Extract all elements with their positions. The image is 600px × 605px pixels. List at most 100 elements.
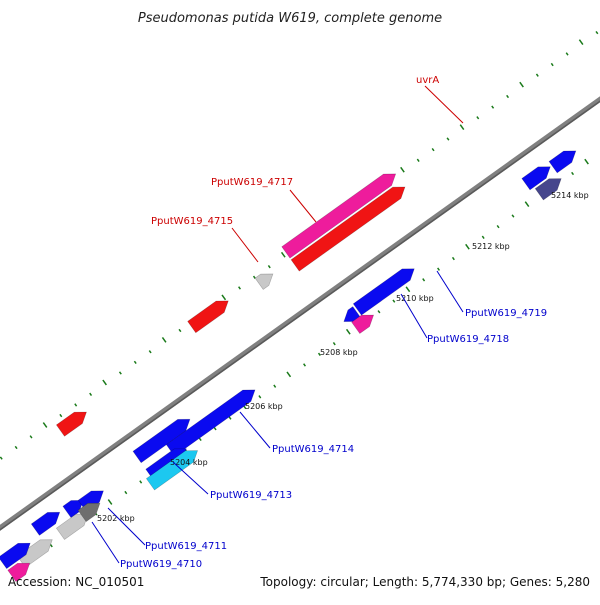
tick-mark bbox=[431, 147, 435, 152]
gene-label-PputW619_4711[interactable]: PputW619_4711 bbox=[145, 541, 227, 552]
tick-mark bbox=[258, 395, 262, 399]
gene-labels: uvrA PputW619_4717 PputW619_4715 PputW61… bbox=[120, 75, 547, 570]
tick-mark bbox=[437, 267, 441, 271]
gene-label-PputW619_4710[interactable]: PputW619_4710 bbox=[120, 559, 202, 570]
tick-mark bbox=[267, 265, 271, 269]
leader-line-4714 bbox=[239, 411, 271, 449]
kbp-tick-labels: 5202 kbp 5204 kbp 5206 kbp 5208 kbp 5210… bbox=[97, 191, 589, 523]
tick-mark bbox=[345, 328, 351, 335]
leader-line-4715 bbox=[231, 227, 259, 263]
gene-uvrA-feature[interactable] bbox=[290, 186, 406, 272]
tick-mark bbox=[392, 299, 396, 303]
tick-mark bbox=[139, 480, 143, 484]
gene-4717-feature[interactable] bbox=[254, 273, 274, 290]
tick-mark bbox=[511, 214, 515, 218]
tick-mark bbox=[14, 445, 18, 450]
tick-mark bbox=[42, 422, 48, 428]
tick-mark bbox=[178, 328, 182, 333]
gene-label-PputW619_4714[interactable]: PputW619_4714 bbox=[272, 444, 354, 455]
tick-mark bbox=[550, 62, 554, 67]
leader-line-4713 bbox=[172, 461, 209, 495]
gene-label-PputW619_4718[interactable]: PputW619_4718 bbox=[427, 334, 509, 345]
genome-backbone-shadow bbox=[0, 100, 600, 531]
gene-label-uvrA[interactable]: uvrA bbox=[416, 75, 439, 86]
tick-mark bbox=[74, 403, 78, 407]
tick-mark bbox=[148, 350, 152, 354]
tick-mark bbox=[59, 413, 63, 418]
gene-label-PputW619_4715[interactable]: PputW619_4715 bbox=[151, 216, 233, 227]
gene-4719-feature[interactable] bbox=[352, 268, 415, 316]
tick-mark bbox=[451, 256, 455, 261]
tick-mark bbox=[496, 224, 500, 229]
leader-line-uvrA bbox=[424, 85, 464, 124]
tick-mark bbox=[124, 490, 128, 495]
tick-mark bbox=[286, 371, 292, 378]
tick-label-5212: 5212 kbp bbox=[472, 242, 510, 251]
gene-4711-b-feature[interactable] bbox=[62, 500, 84, 519]
gene-magenta-edge-feature[interactable] bbox=[7, 562, 31, 583]
gene-4718-feature[interactable] bbox=[351, 314, 375, 334]
tick-mark bbox=[377, 310, 381, 314]
gene-label-PputW619_4719[interactable]: PputW619_4719 bbox=[465, 308, 547, 319]
tick-label-5214: 5214 kbp bbox=[551, 191, 589, 200]
tick-mark bbox=[198, 437, 202, 442]
tick-mark bbox=[405, 286, 411, 293]
tick-mark bbox=[133, 360, 137, 365]
label-leader-lines bbox=[91, 85, 464, 564]
gene-4713-feature[interactable] bbox=[145, 450, 199, 491]
gene-4715-feature[interactable] bbox=[187, 300, 229, 334]
genome-summary-text: Topology: circular; Length: 5,774,330 bp… bbox=[259, 575, 590, 589]
gene-4710-feature[interactable] bbox=[77, 502, 101, 523]
tick-mark bbox=[535, 73, 539, 77]
tick-mark bbox=[107, 499, 113, 505]
tick-mark bbox=[491, 105, 495, 109]
gene-blue-edge-feature[interactable] bbox=[0, 542, 31, 570]
tick-mark bbox=[238, 286, 241, 290]
tick-label-5206: 5206 kbp bbox=[245, 402, 283, 411]
gene-uvrA-outer-feature[interactable] bbox=[281, 173, 397, 259]
tick-ring-inner bbox=[20, 158, 589, 569]
tick-label-5208: 5208 kbp bbox=[320, 348, 358, 357]
tick-mark bbox=[280, 251, 286, 258]
leader-line-4711 bbox=[107, 507, 146, 546]
genome-title: Pseudomonas putida W619, complete genome bbox=[138, 11, 442, 26]
tick-mark bbox=[465, 243, 470, 250]
tick-mark bbox=[519, 81, 524, 88]
tick-mark bbox=[565, 52, 569, 56]
gene-4711-a-feature[interactable] bbox=[30, 511, 61, 536]
tick-mark bbox=[118, 371, 122, 375]
tick-mark bbox=[221, 294, 227, 301]
gene-right-c-feature[interactable] bbox=[548, 150, 577, 174]
tick-mark bbox=[446, 137, 450, 141]
tick-mark bbox=[476, 116, 480, 120]
tick-mark bbox=[578, 39, 584, 45]
tick-mark bbox=[303, 363, 306, 367]
gene-right-b-feature[interactable] bbox=[534, 178, 562, 201]
tick-mark bbox=[0, 456, 3, 460]
gene-label-PputW619_4713[interactable]: PputW619_4713 bbox=[210, 490, 292, 501]
gene-features bbox=[0, 150, 577, 583]
gene-red-left-feature[interactable] bbox=[55, 411, 87, 437]
tick-mark bbox=[595, 30, 599, 35]
tick-mark bbox=[422, 278, 426, 282]
gene-right-a-feature[interactable] bbox=[521, 166, 551, 191]
tick-label-5210: 5210 kbp bbox=[396, 294, 434, 303]
tick-mark bbox=[29, 435, 33, 439]
gene-4714-b-feature[interactable] bbox=[165, 389, 256, 457]
tick-mark bbox=[459, 124, 465, 131]
tick-mark bbox=[213, 427, 217, 431]
tick-mark bbox=[571, 171, 575, 176]
tick-label-5204: 5204 kbp bbox=[170, 458, 208, 467]
tick-mark bbox=[273, 384, 277, 388]
tick-label-5202: 5202 kbp bbox=[97, 514, 135, 523]
accession-text: Accession: NC_010501 bbox=[8, 575, 144, 589]
tick-mark bbox=[102, 379, 107, 386]
tick-mark bbox=[332, 342, 336, 346]
gene-4714-a-feature[interactable] bbox=[132, 418, 191, 464]
tick-mark bbox=[400, 166, 405, 173]
gene-label-PputW619_4717[interactable]: PputW619_4717 bbox=[211, 177, 293, 188]
tick-mark bbox=[416, 158, 420, 162]
leader-line-4719 bbox=[436, 270, 464, 313]
